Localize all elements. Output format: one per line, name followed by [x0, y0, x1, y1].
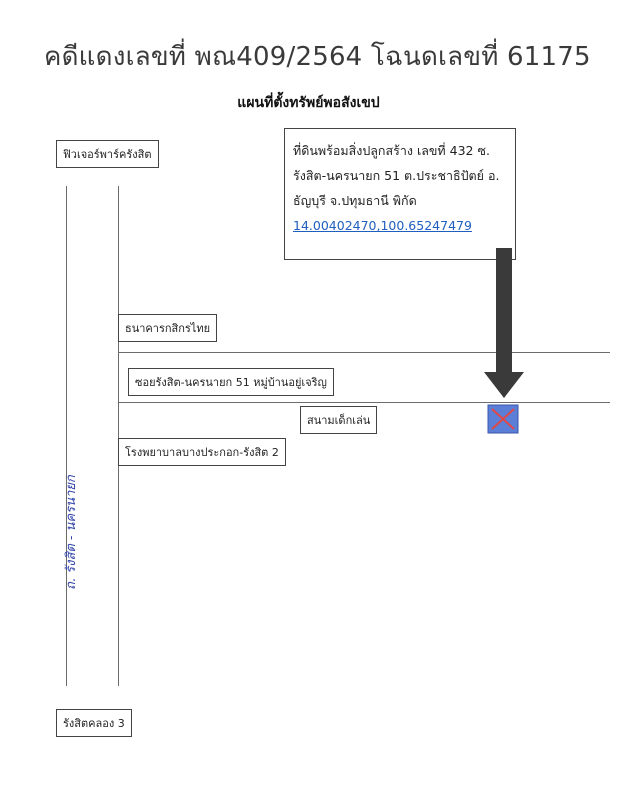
page-title: คดีแดงเลขที่ พณ409/2564 โฉนดเลขที่ 61175	[44, 42, 591, 72]
road-name-handwritten: ถ. รังสิต - นครนายก	[64, 475, 79, 590]
main-road-left-edge	[66, 186, 67, 686]
info-line-3: ธัญบุรี จ.ปทุมธานี พิกัด	[293, 193, 417, 208]
soi-top-edge	[118, 352, 610, 353]
info-line-2: รังสิต-นครนายก 51 ต.ประชาธิปัตย์ อ.	[293, 168, 500, 183]
soi-bottom-edge	[118, 402, 610, 403]
map-subtitle: แผนที่ตั้งทรัพย์พอสังเขป	[237, 95, 380, 111]
landmark-bank: ธนาคารกสิกรไทย	[118, 314, 218, 342]
landmark-hospital: โรงพยาบาลบางประกอก-รังสิต 2	[118, 438, 286, 466]
landmark-canal: รังสิตคลอง 3	[56, 709, 132, 737]
property-marker-icon	[487, 404, 519, 434]
info-line-1: ที่ดินพร้อมสิ่งปลูกสร้าง เลขที่ 432 ซ.	[293, 143, 490, 158]
landmark-future-park: ฟิวเจอร์พาร์ครังสิต	[56, 140, 159, 168]
property-info-box: ที่ดินพร้อมสิ่งปลูกสร้าง เลขที่ 432 ซ. ร…	[284, 128, 516, 260]
main-road-right-edge	[118, 186, 119, 686]
coordinates-link[interactable]: 14.00402470,100.65247479	[293, 218, 472, 233]
landmark-soi: ซอยรังสิต-นครนายก 51 หมู่บ้านอยู่เจริญ	[128, 368, 334, 396]
arrow-down-icon	[484, 248, 524, 398]
landmark-playground: สนามเด็กเล่น	[300, 406, 378, 434]
